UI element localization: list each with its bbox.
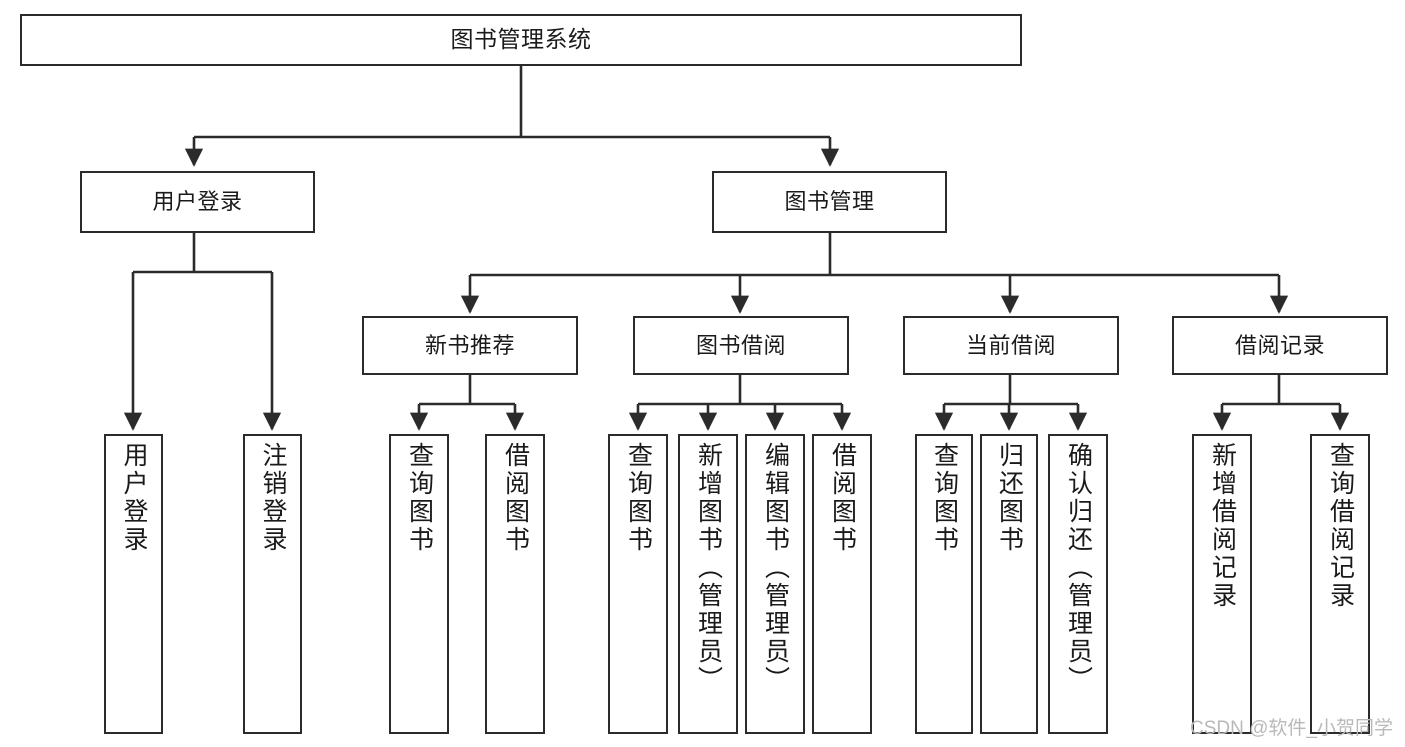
node-book-manage[interactable]: 图书管理 [712,171,947,233]
node-current-borrow[interactable]: 当前借阅 [903,316,1119,375]
node-leaf-borrow-book-1-label: 借阅图书 [501,442,530,554]
node-leaf-return-book-label: 归还图书 [995,442,1024,554]
node-leaf-user-login[interactable]: 用户登录 [104,434,163,734]
node-leaf-confirm-return[interactable]: 确认归还（管理员） [1048,434,1108,734]
node-leaf-query-book-1[interactable]: 查询图书 [389,434,449,734]
node-leaf-query-book-2[interactable]: 查询图书 [608,434,668,734]
node-leaf-edit-book-label: 编辑图书（管理员） [761,442,790,694]
csdn-watermark: CSDN @软件_小贺同学 [1190,718,1393,739]
node-borrow-record[interactable]: 借阅记录 [1172,316,1388,375]
node-leaf-query-book-3-label: 查询图书 [930,442,959,554]
node-user-login[interactable]: 用户登录 [80,171,315,233]
node-leaf-logout-login[interactable]: 注销登录 [243,434,302,734]
node-new-book-recommend-label: 新书推荐 [424,332,515,358]
node-leaf-logout-login-label: 注销登录 [259,442,287,554]
node-leaf-user-login-label: 用户登录 [120,442,148,554]
node-leaf-add-record[interactable]: 新增借阅记录 [1192,434,1252,734]
node-leaf-edit-book[interactable]: 编辑图书（管理员） [745,434,805,734]
node-book-manage-label: 图书管理 [784,189,875,215]
node-leaf-add-book-label: 新增图书（管理员） [694,442,723,694]
node-book-borrow[interactable]: 图书借阅 [633,316,849,375]
node-leaf-query-book-1-label: 查询图书 [405,442,434,554]
node-root-label: 图书管理系统 [450,26,592,53]
node-current-borrow-label: 当前借阅 [965,332,1056,358]
node-book-borrow-label: 图书借阅 [695,332,786,358]
node-root[interactable]: 图书管理系统 [20,14,1022,66]
node-leaf-borrow-book-2-label: 借阅图书 [828,442,857,554]
node-leaf-borrow-book-1[interactable]: 借阅图书 [485,434,545,734]
node-leaf-query-book-3[interactable]: 查询图书 [915,434,973,734]
node-leaf-query-record[interactable]: 查询借阅记录 [1310,434,1370,734]
node-leaf-add-record-label: 新增借阅记录 [1208,442,1237,610]
node-user-login-label: 用户登录 [152,189,243,215]
node-new-book-recommend[interactable]: 新书推荐 [362,316,578,375]
node-leaf-borrow-book-2[interactable]: 借阅图书 [812,434,872,734]
node-leaf-add-book[interactable]: 新增图书（管理员） [678,434,738,734]
node-leaf-return-book[interactable]: 归还图书 [980,434,1038,734]
node-borrow-record-label: 借阅记录 [1234,332,1325,358]
node-leaf-query-record-label: 查询借阅记录 [1326,442,1355,610]
node-leaf-query-book-2-label: 查询图书 [624,442,653,554]
node-leaf-confirm-return-label: 确认归还（管理员） [1064,442,1093,694]
